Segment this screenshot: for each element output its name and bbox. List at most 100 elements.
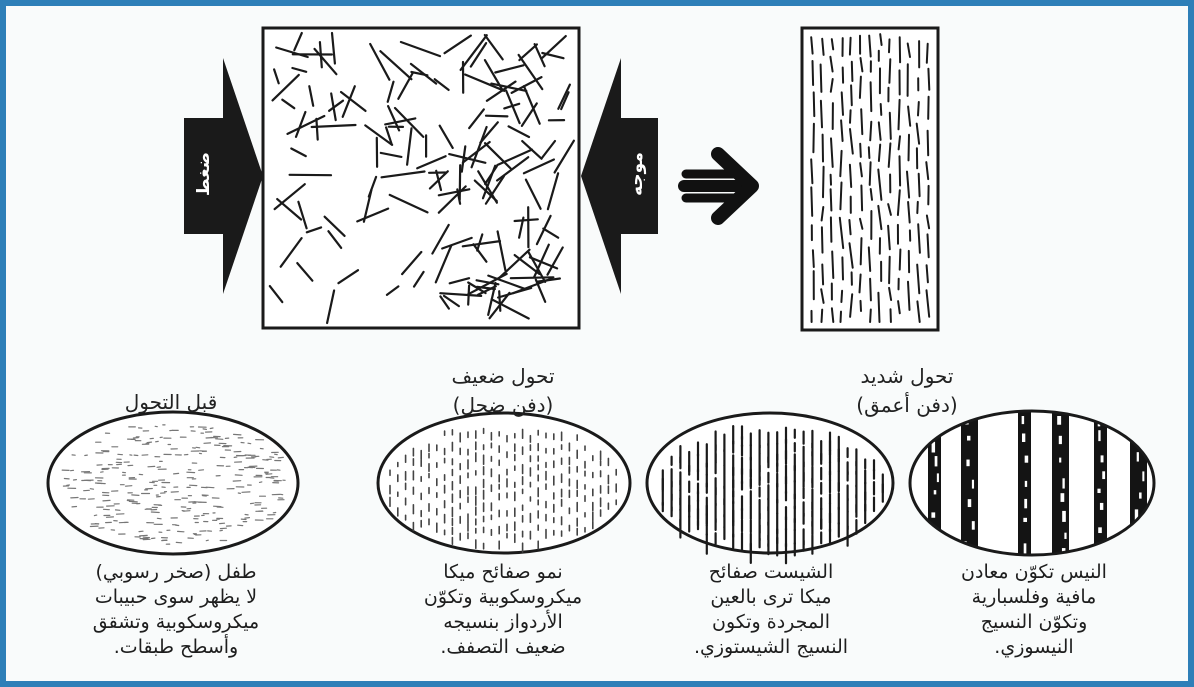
gneiss-fleck <box>935 552 938 558</box>
mica-flake <box>511 277 554 278</box>
aligned-mica-flake <box>860 77 861 98</box>
gneiss-fleck <box>1102 471 1105 479</box>
aligned-mica-flake <box>900 156 901 185</box>
gneiss-fleck <box>1059 458 1061 463</box>
gneiss-fleck <box>1139 492 1141 498</box>
shale-grain <box>90 489 93 490</box>
gneiss-fleck <box>972 480 974 489</box>
aligned-mica-flake <box>823 167 824 197</box>
gneiss-band <box>1130 406 1147 566</box>
gneiss-fleck <box>1064 533 1066 539</box>
shale-grain <box>126 486 132 487</box>
gneiss-band <box>1018 406 1031 566</box>
shale-grain <box>94 515 96 516</box>
gneiss-fleck <box>1062 511 1066 522</box>
aligned-mica-flake <box>832 308 833 322</box>
gneiss-fleck <box>1022 416 1024 424</box>
gneiss-fleck <box>1024 499 1027 508</box>
gneiss-fleck <box>1023 518 1027 522</box>
aligned-mica-flake <box>918 102 919 115</box>
mica-flake <box>499 291 500 311</box>
gneiss-fleck <box>972 521 975 530</box>
gneiss-fleck <box>967 436 970 441</box>
stage-strong-caption: النيس تكوّن معادن مافية وفلسبارية وتكوّن… <box>914 560 1154 660</box>
aligned-mica-flake <box>909 135 910 161</box>
gneiss-fleck <box>1100 549 1103 553</box>
shale-grain <box>203 429 206 430</box>
shale-grain <box>234 434 241 435</box>
gneiss-fleck <box>1059 436 1062 444</box>
gneiss-fleck <box>1142 471 1144 481</box>
aligned-mica-flake <box>821 65 822 92</box>
aligned-mica-flake <box>850 165 851 187</box>
aligned-mica-flake <box>840 151 841 176</box>
shale-grain <box>248 443 251 444</box>
stage-strong-title: تحول شديد <box>802 364 1012 388</box>
shale-grain <box>174 473 179 474</box>
aligned-mica-flake <box>871 189 872 200</box>
pressure-label: ضغط <box>194 144 214 204</box>
slate-circle <box>378 413 630 553</box>
shale-grain <box>206 540 208 541</box>
aligned-mica-flake <box>840 183 841 210</box>
shale-grain <box>196 447 200 448</box>
aligned-mica-flake <box>889 59 890 83</box>
shale-grain <box>260 482 262 483</box>
shale-grain <box>216 439 223 440</box>
gneiss-fleck <box>937 473 939 482</box>
aligned-mica-flake <box>822 310 823 322</box>
gneiss-fleck <box>1098 527 1102 533</box>
aligned-mica-flake <box>850 110 851 123</box>
shale-grain <box>199 470 204 471</box>
stage-before-title: قبل التحول <box>66 390 276 414</box>
shale-grain <box>146 443 149 444</box>
shale-circle <box>48 412 298 554</box>
directed-label: موجه <box>627 144 647 204</box>
gneiss-fleck <box>932 538 934 547</box>
aligned-mica-flake <box>917 202 918 213</box>
aligned-mica-flake <box>850 38 851 55</box>
aligned-mica-flake <box>841 312 842 322</box>
gneiss-fleck <box>1097 489 1100 493</box>
shale-grain <box>103 500 110 501</box>
aligned-mica-flake <box>811 37 812 53</box>
aligned-mica-flake <box>811 159 812 183</box>
aligned-mica-flake <box>881 104 882 115</box>
aligned-mica-flake <box>813 250 814 267</box>
aligned-mica-flake <box>832 39 833 49</box>
shale-grain <box>266 474 272 475</box>
aligned-mica-flake <box>814 92 815 116</box>
aligned-mica-flake <box>889 257 890 283</box>
aligned-mica-flake <box>870 310 871 323</box>
gneiss-fleck <box>1135 416 1139 425</box>
gneiss-fleck <box>1025 456 1029 463</box>
aligned-mica-flake <box>842 257 843 279</box>
gneiss-fleck <box>1098 430 1100 441</box>
gneiss-fleck <box>1025 481 1027 487</box>
shale-grain <box>270 457 274 458</box>
gneiss-circle <box>910 406 1154 566</box>
aligned-mica-flake <box>860 275 861 293</box>
aligned-mica-flake <box>841 291 842 302</box>
stage-before-caption: طفل (صخر رسوبي) لا يظهر سوى حبيبات ميكرو… <box>56 560 296 660</box>
aligned-mica-flake <box>899 136 900 149</box>
gneiss-fleck <box>1137 452 1139 461</box>
aligned-mica-flake <box>919 174 920 196</box>
aligned-mica-flake <box>813 124 814 152</box>
aligned-mica-flake <box>879 145 880 161</box>
aligned-mica-flake <box>860 144 861 157</box>
aligned-mica-flake <box>870 122 871 141</box>
stage-weak-subtitle: (دفن ضحل) <box>398 393 608 417</box>
aligned-mica-flake <box>822 227 823 252</box>
result-arrow <box>684 154 752 218</box>
shale-grain <box>157 518 161 519</box>
aligned-mica-flake <box>821 101 822 128</box>
stage-weak-caption: نمو صفائح ميكا ميكروسكوبية وتكوّن الأردو… <box>380 560 626 660</box>
gneiss-fleck <box>966 460 969 467</box>
aligned-mica-flake <box>869 247 870 271</box>
aligned-mica-flake <box>899 100 900 129</box>
aligned-mica-flake <box>880 34 881 45</box>
shale-grain <box>210 428 213 429</box>
gneiss-fleck <box>968 499 971 507</box>
aligned-mica-flake <box>927 265 928 282</box>
